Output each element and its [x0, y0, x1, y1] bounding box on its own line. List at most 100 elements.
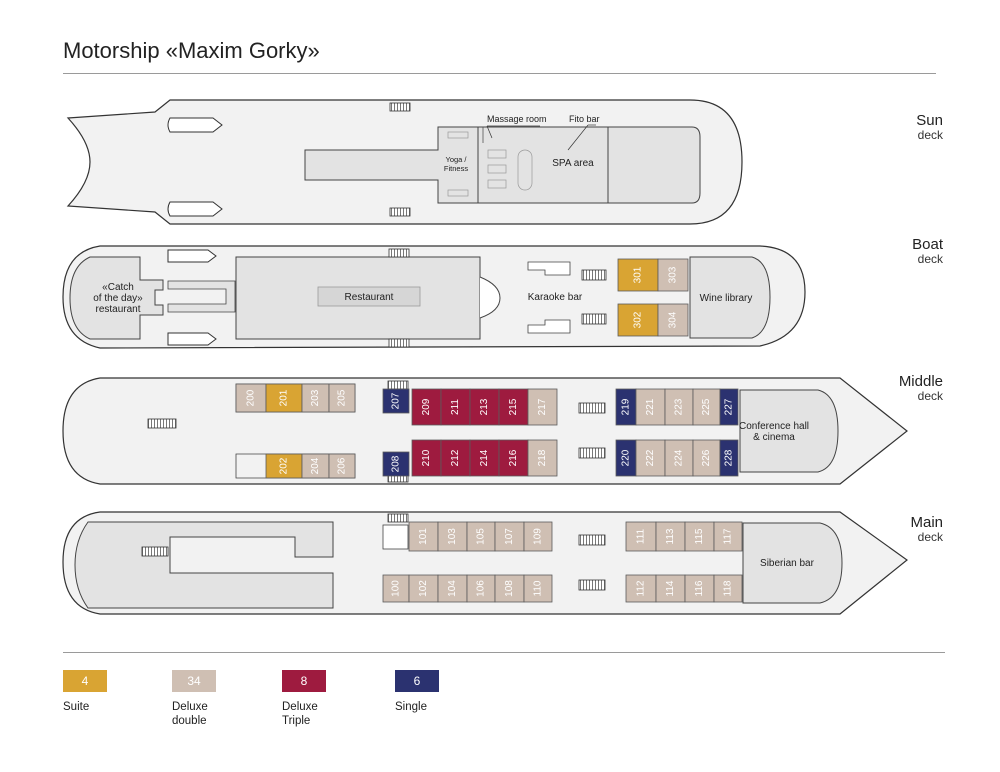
cabin-box[interactable] — [382, 451, 410, 477]
cabin-211[interactable]: 211 — [440, 388, 471, 426]
cabin-103[interactable]: 103 — [437, 521, 468, 552]
cabin-box[interactable] — [440, 388, 471, 426]
cabin-217[interactable]: 217 — [527, 388, 558, 426]
cabin-116[interactable]: 116 — [684, 574, 715, 603]
cabin-227[interactable]: 227 — [719, 388, 739, 426]
cabin-210[interactable]: 210 — [411, 439, 442, 477]
cabin-202[interactable]: 202 — [265, 453, 303, 479]
cabin-226[interactable]: 226 — [692, 439, 721, 477]
cabin-109[interactable]: 109 — [523, 521, 553, 552]
cabin-111[interactable]: 111 — [625, 521, 657, 552]
cabin-207[interactable]: 207 — [382, 388, 410, 414]
cabin-301[interactable]: 301 — [617, 258, 659, 292]
cabin-box[interactable] — [469, 388, 500, 426]
cabin-303[interactable]: 303 — [657, 258, 689, 292]
cabin-box[interactable] — [692, 388, 721, 426]
cabin-box[interactable] — [494, 521, 525, 552]
cabin-222[interactable]: 222 — [635, 439, 666, 477]
cabin-113[interactable]: 113 — [655, 521, 686, 552]
cabin-204[interactable]: 204 — [301, 453, 330, 479]
cabin-112[interactable]: 112 — [625, 574, 657, 603]
cabin-221[interactable]: 221 — [635, 388, 666, 426]
cabin-100[interactable]: 100 — [382, 574, 410, 603]
cabin-118[interactable]: 118 — [713, 574, 743, 603]
cabin-box[interactable] — [523, 574, 553, 603]
cabin-box[interactable] — [328, 383, 356, 413]
cabin-box[interactable] — [498, 388, 529, 426]
cabin-115[interactable]: 115 — [684, 521, 715, 552]
cabin-209[interactable]: 209 — [411, 388, 442, 426]
cabin-203[interactable]: 203 — [301, 383, 330, 413]
cabin-223[interactable]: 223 — [664, 388, 694, 426]
cabin-216[interactable]: 216 — [498, 439, 529, 477]
cabin-box[interactable] — [625, 521, 657, 552]
cabin-number: 116 — [694, 580, 705, 596]
cabin-214[interactable]: 214 — [469, 439, 500, 477]
cabin-box[interactable] — [713, 574, 743, 603]
cabin-220[interactable]: 220 — [615, 439, 637, 477]
cabin-box[interactable] — [684, 521, 715, 552]
cabin-box[interactable] — [408, 574, 439, 603]
cabin-117[interactable]: 117 — [713, 521, 743, 552]
cabin-box[interactable] — [655, 574, 686, 603]
cabin-box[interactable] — [657, 303, 689, 337]
cabin-box[interactable] — [301, 383, 330, 413]
cabin-219[interactable]: 219 — [615, 388, 637, 426]
cabin-302[interactable]: 302 — [617, 303, 659, 337]
cabin-box[interactable] — [382, 574, 410, 603]
cabin-box[interactable] — [657, 258, 689, 292]
cabin-105[interactable]: 105 — [466, 521, 496, 552]
cabin-108[interactable]: 108 — [494, 574, 525, 603]
cabin-box[interactable] — [719, 388, 739, 426]
cabin-205[interactable]: 205 — [328, 383, 356, 413]
cabin-box[interactable] — [655, 521, 686, 552]
cabin-box[interactable] — [328, 453, 356, 479]
cabin-box[interactable] — [617, 258, 659, 292]
cabin-box[interactable] — [265, 383, 303, 413]
cabin-box[interactable] — [527, 439, 558, 477]
cabin-box[interactable] — [235, 383, 267, 413]
cabin-box[interactable] — [494, 574, 525, 603]
cabin-number: 211 — [450, 399, 461, 415]
cabin-213[interactable]: 213 — [469, 388, 500, 426]
cabin-box[interactable] — [527, 388, 558, 426]
cabin-box[interactable] — [466, 521, 496, 552]
cabin-200[interactable]: 200 — [235, 383, 267, 413]
cabin-box[interactable] — [437, 521, 468, 552]
cabin-224[interactable]: 224 — [664, 439, 694, 477]
cabin-box[interactable] — [411, 439, 442, 477]
cabin-218[interactable]: 218 — [527, 439, 558, 477]
cabin-box[interactable] — [437, 574, 468, 603]
cabin-box[interactable] — [301, 453, 330, 479]
cabin-box[interactable] — [635, 439, 666, 477]
deck-label-boat: Boat deck — [912, 237, 943, 266]
cabin-228[interactable]: 228 — [719, 439, 739, 477]
cabin-225[interactable]: 225 — [692, 388, 721, 426]
cabin-box[interactable] — [617, 303, 659, 337]
cabin-box[interactable] — [635, 388, 666, 426]
cabin-110[interactable]: 110 — [523, 574, 553, 603]
cabin-102[interactable]: 102 — [408, 574, 439, 603]
cabin-304[interactable]: 304 — [657, 303, 689, 337]
cabin-114[interactable]: 114 — [655, 574, 686, 603]
cabin-box[interactable] — [498, 439, 529, 477]
cabin-201[interactable]: 201 — [265, 383, 303, 413]
cabin-box[interactable] — [382, 388, 410, 414]
cabin-101[interactable]: 101 — [408, 521, 439, 552]
cabin-208[interactable]: 208 — [382, 451, 410, 477]
cabin-212[interactable]: 212 — [440, 439, 471, 477]
cabin-box[interactable] — [713, 521, 743, 552]
cabin-107[interactable]: 107 — [494, 521, 525, 552]
cabin-104[interactable]: 104 — [437, 574, 468, 603]
cabin-number: 113 — [665, 528, 676, 544]
cabin-206[interactable]: 206 — [328, 453, 356, 479]
cabin-box[interactable] — [684, 574, 715, 603]
cabin-box[interactable] — [469, 439, 500, 477]
cabin-box[interactable] — [523, 521, 553, 552]
cabin-box[interactable] — [440, 439, 471, 477]
cabin-box[interactable] — [625, 574, 657, 603]
cabin-106[interactable]: 106 — [466, 574, 496, 603]
cabin-box[interactable] — [719, 439, 739, 477]
cabin-215[interactable]: 215 — [498, 388, 529, 426]
cabin-box[interactable] — [664, 439, 694, 477]
